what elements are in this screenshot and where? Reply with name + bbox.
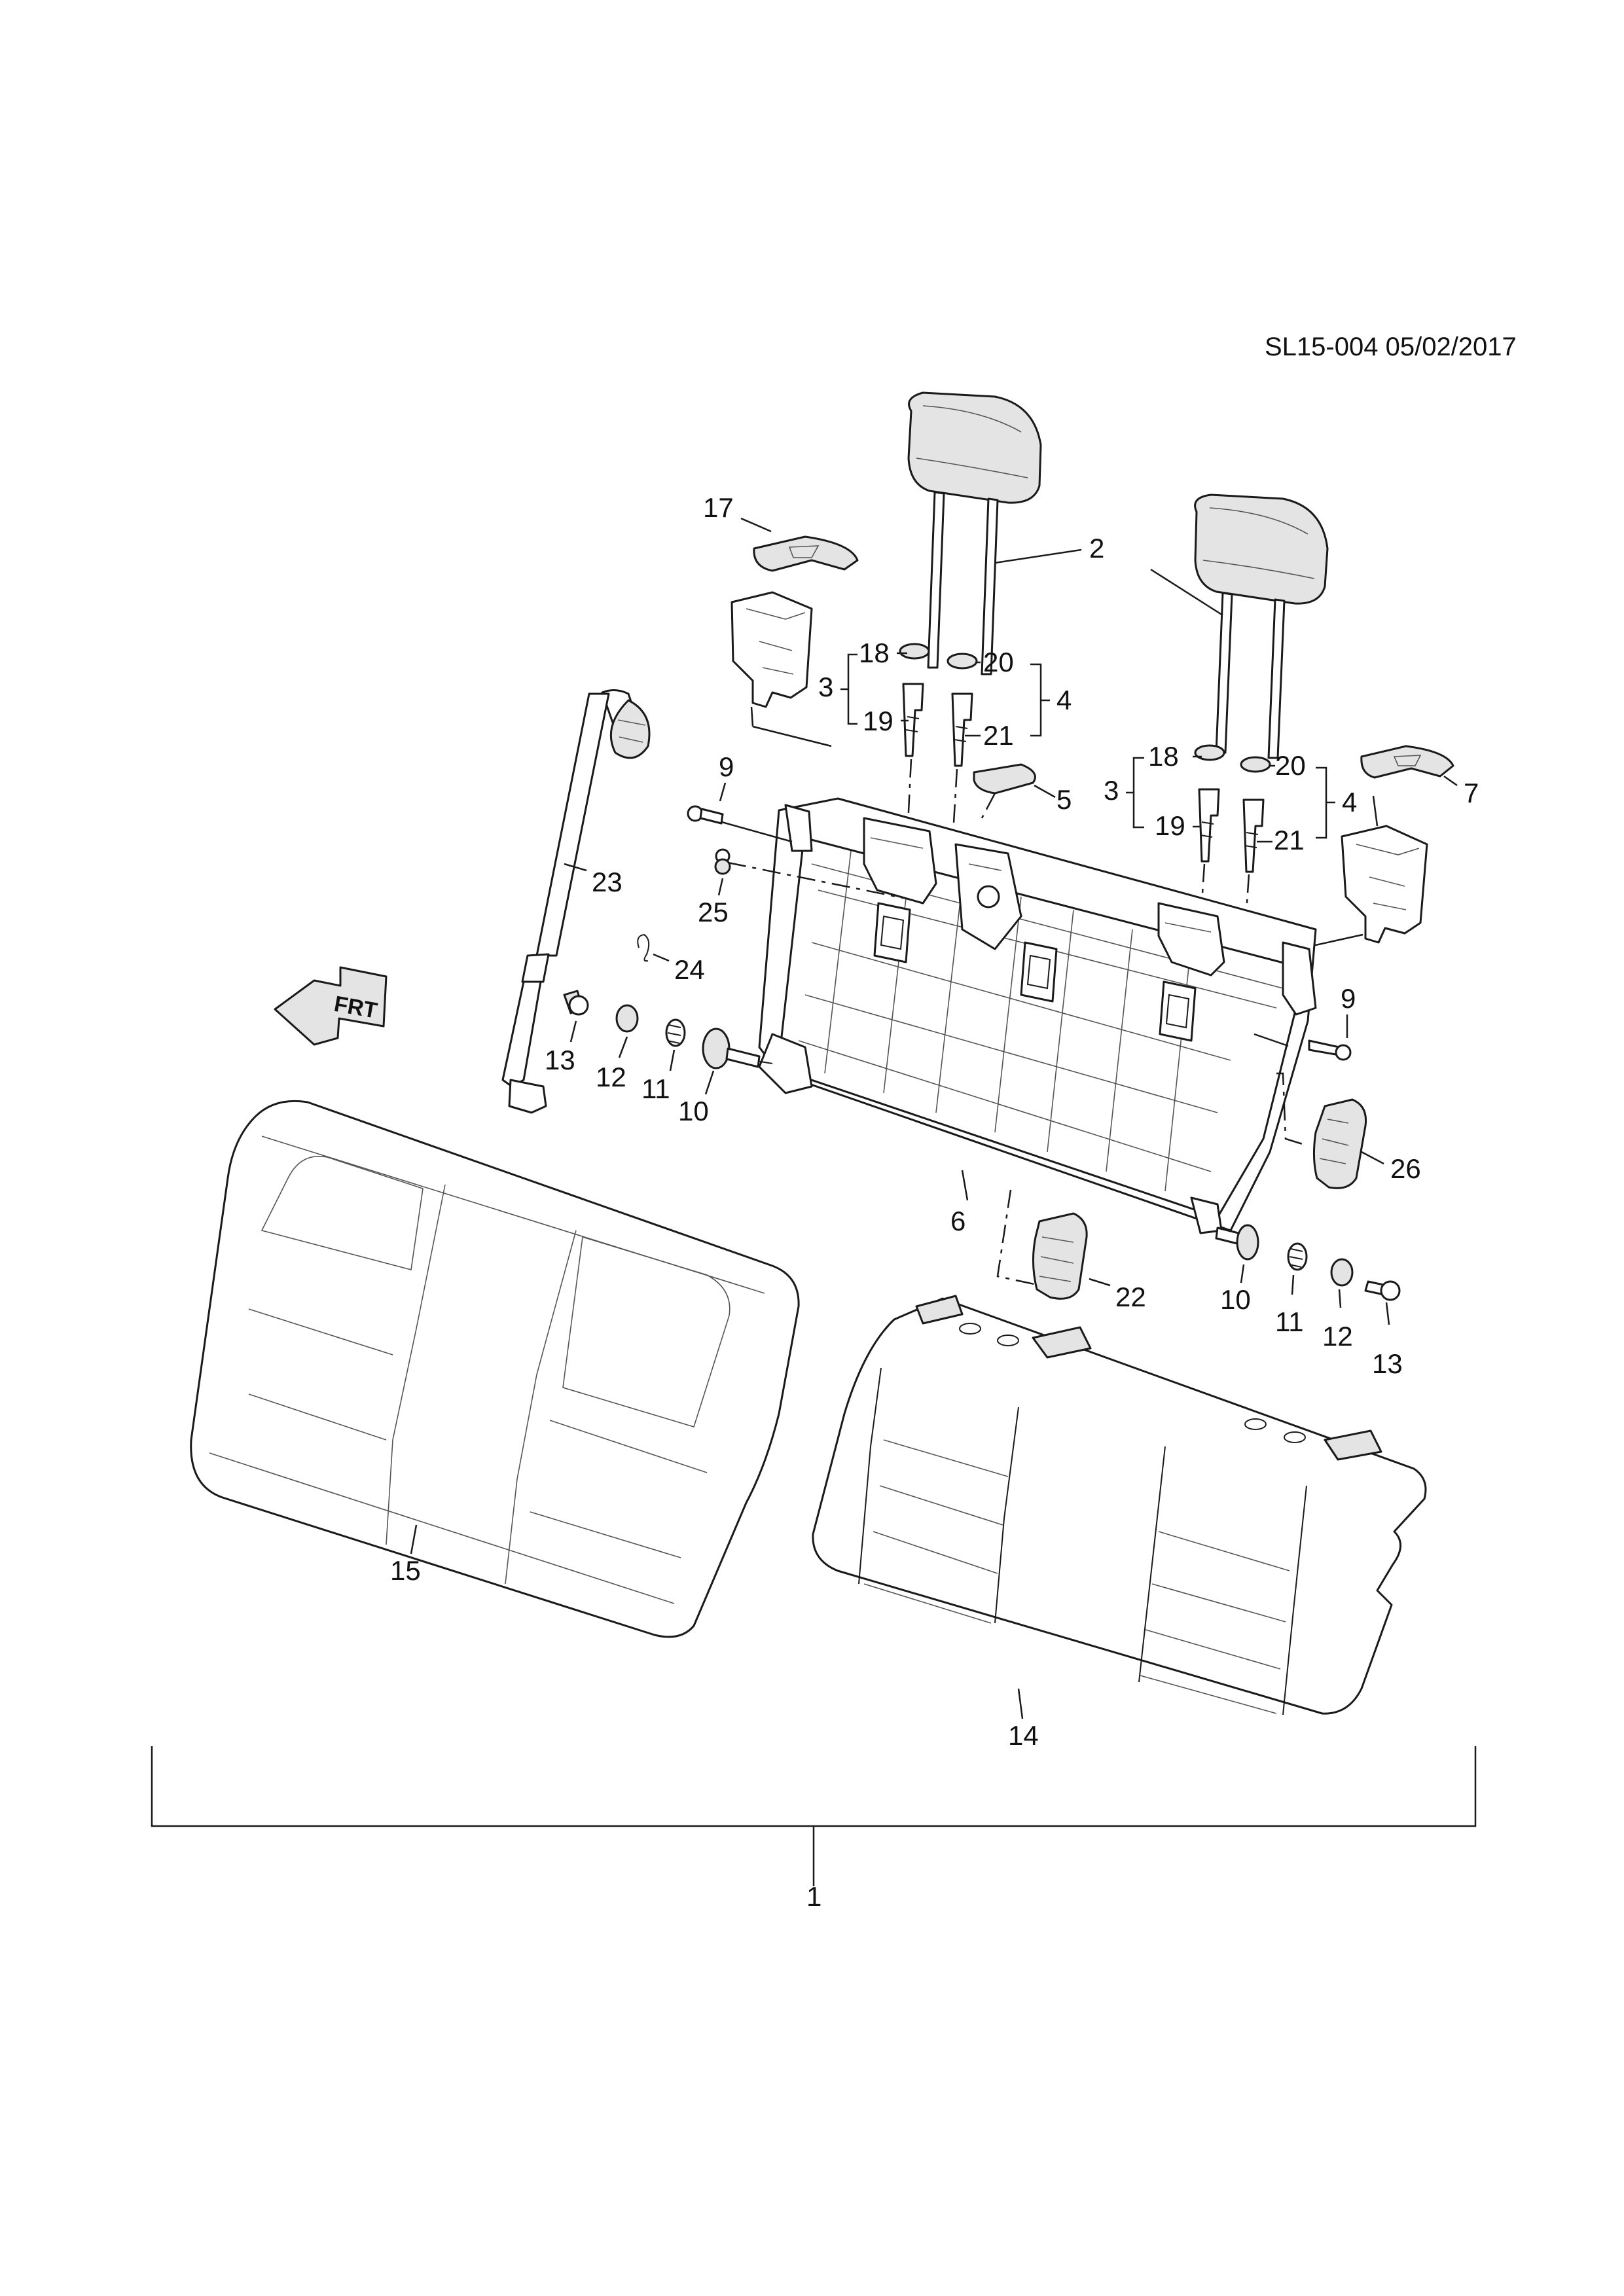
release-handle-26 xyxy=(1276,1072,1384,1189)
callout-17: 17 xyxy=(703,492,734,523)
callout-19-right: 19 xyxy=(1155,810,1185,841)
callout-10-right: 10 xyxy=(1220,1284,1251,1315)
callout-19-left: 19 xyxy=(863,706,893,736)
callout-3-right: 3 xyxy=(1104,775,1119,806)
callout-25: 25 xyxy=(698,897,729,927)
release-handle-22 xyxy=(996,1189,1111,1300)
drawing-reference: SL15-004 05/02/2017 xyxy=(1265,332,1517,361)
callout-13-right: 13 xyxy=(1372,1348,1403,1379)
seat-cushion-15 xyxy=(190,1100,800,1638)
bracket-4-left xyxy=(1030,663,1050,737)
callout-4-left: 4 xyxy=(1056,685,1072,715)
callout-21-left: 21 xyxy=(983,720,1014,751)
callout-20-right: 20 xyxy=(1275,750,1306,781)
nut-25 xyxy=(714,848,731,896)
bracket-3-right xyxy=(1126,757,1144,829)
callout-18-right: 18 xyxy=(1148,741,1179,772)
guide-cover-17 xyxy=(731,517,859,747)
leader-2-right xyxy=(1150,568,1223,617)
callout-9-left: 9 xyxy=(719,751,734,782)
callout-9-right: 9 xyxy=(1341,983,1356,1014)
guide-cover-7 xyxy=(1275,745,1458,963)
callout-5: 5 xyxy=(1056,784,1072,815)
callout-7: 7 xyxy=(1464,778,1479,808)
guide-sleeves-left xyxy=(899,643,978,767)
callout-26: 26 xyxy=(1390,1153,1421,1184)
callout-11-right: 11 xyxy=(1275,1306,1304,1337)
pivot-parts-right xyxy=(1215,1224,1401,1325)
callout-15: 15 xyxy=(390,1555,421,1586)
guide-sleeves-right xyxy=(1194,744,1271,873)
callout-18-left: 18 xyxy=(859,637,890,668)
bolt-9-left xyxy=(687,782,727,825)
callout-4-right: 4 xyxy=(1342,787,1357,817)
callout-2: 2 xyxy=(1089,533,1104,564)
bracket-3-left xyxy=(840,653,857,725)
seat-frame-6 xyxy=(752,797,1317,1234)
front-direction-arrow: FRT xyxy=(274,966,388,1046)
callout-24: 24 xyxy=(674,954,705,985)
bracket-4-right xyxy=(1316,766,1335,839)
callout-23: 23 xyxy=(592,867,623,897)
headrest-left xyxy=(907,391,1042,675)
pivot-parts-left xyxy=(563,990,761,1095)
seat-back-14 xyxy=(812,1295,1427,1719)
callout-3-left: 3 xyxy=(818,672,833,702)
callout-11-left: 11 xyxy=(641,1073,670,1104)
callout-10-left: 10 xyxy=(678,1096,709,1126)
callout-14: 14 xyxy=(1008,1720,1039,1751)
clip-24 xyxy=(637,933,670,962)
cover-5 xyxy=(973,763,1056,819)
assembly-bracket xyxy=(151,1746,1477,1886)
callout-1: 1 xyxy=(806,1881,821,1912)
callout-12-left: 12 xyxy=(596,1062,626,1092)
callout-21-right: 21 xyxy=(1274,825,1305,855)
bolt-9-right xyxy=(1308,1014,1352,1061)
callout-20-left: 20 xyxy=(983,647,1014,677)
callout-22: 22 xyxy=(1115,1282,1146,1312)
callout-6: 6 xyxy=(950,1206,965,1236)
headrest-right xyxy=(1194,493,1329,759)
callout-12-right: 12 xyxy=(1322,1321,1353,1352)
callout-13-left: 13 xyxy=(545,1045,575,1075)
seat-belt-23 xyxy=(501,689,651,1114)
leader-2-left xyxy=(994,548,1082,564)
